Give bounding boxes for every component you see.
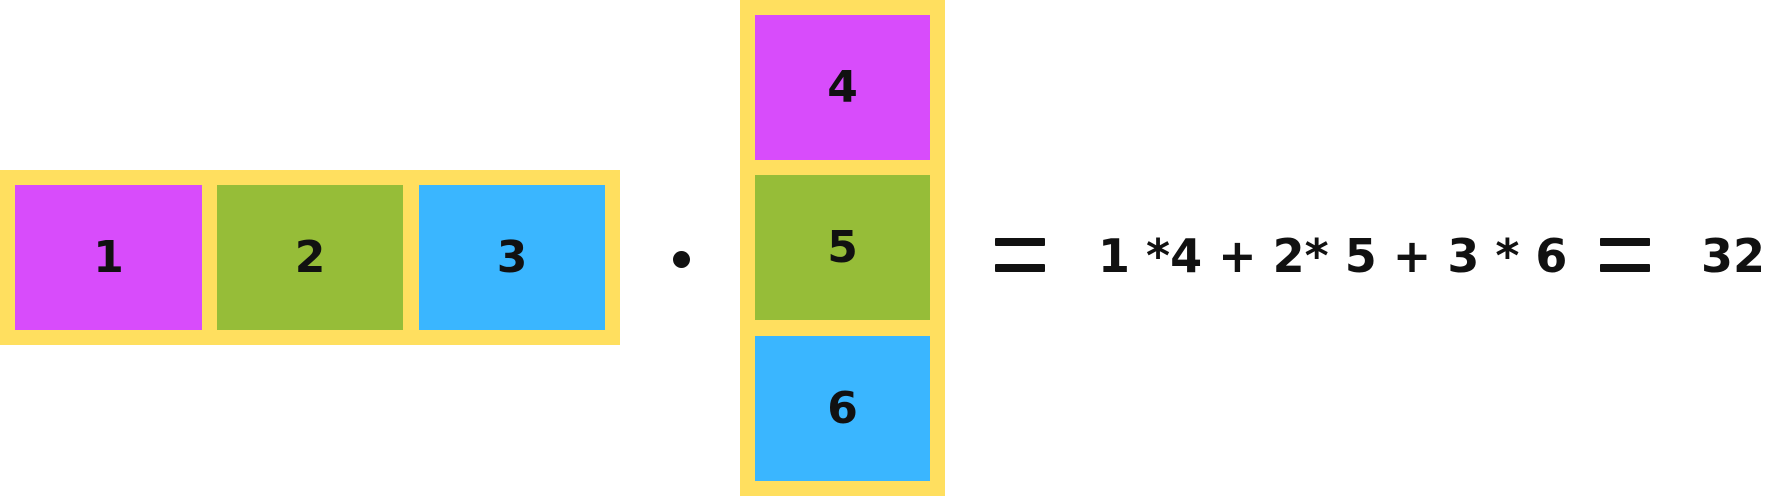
dot-operator xyxy=(673,251,690,268)
column-cell-6-value: 6 xyxy=(827,383,858,434)
column-cell-4: 4 xyxy=(755,15,930,160)
row-cell-3: 3 xyxy=(419,185,605,330)
row-cell-2: 2 xyxy=(217,185,403,330)
row-cell-1: 1 xyxy=(15,185,202,330)
row-cell-2-value: 2 xyxy=(294,232,326,283)
column-cell-5: 5 xyxy=(755,175,930,320)
row-cell-3-value: 3 xyxy=(496,232,528,283)
equals-sign-2 xyxy=(1600,238,1650,274)
result-value: 32 xyxy=(1701,229,1766,283)
row-cell-1-value: 1 xyxy=(93,232,124,283)
expansion-expression: 1 *4 + 2* 5 + 3 * 6 xyxy=(1098,229,1568,283)
equals-sign-1 xyxy=(995,238,1045,274)
column-cell-6: 6 xyxy=(755,336,930,481)
column-cell-4-value: 4 xyxy=(827,62,858,113)
column-cell-5-value: 5 xyxy=(827,222,858,273)
